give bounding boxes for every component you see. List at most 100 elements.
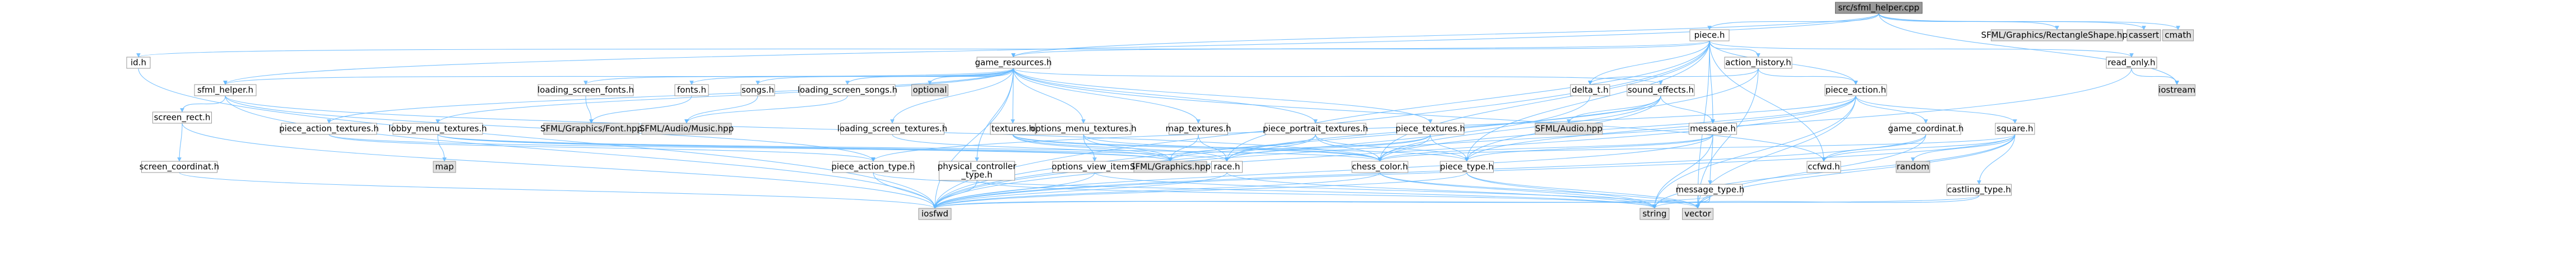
node-box[interactable] [1169,123,1228,135]
node-box[interactable] [1264,123,1366,135]
node-map-textures-h[interactable]: map_textures.h [1165,123,1231,135]
node-box[interactable] [1689,123,1737,135]
node-box[interactable] [911,84,948,96]
node-string[interactable]: string [1639,208,1670,220]
node-box[interactable] [1806,161,1841,173]
node-box[interactable] [1896,161,1930,173]
node-map[interactable]: map [433,161,456,173]
node-lobby-menu-textures-h[interactable]: lobby_menu_textures.h [388,123,487,135]
node-sfml-music[interactable]: SFML/Audio/Music.hpp [640,123,734,135]
node-message-type-h[interactable]: message_type.h [1676,184,1745,196]
node-fonts-h[interactable]: fonts.h [674,84,709,96]
node-box[interactable] [740,84,775,96]
node-box[interactable] [2162,29,2194,41]
node-box[interactable] [2106,57,2157,69]
node-box[interactable] [141,161,217,173]
node-physical-controller-type-h[interactable]: physical_controller_type.h [938,161,1017,181]
node-box[interactable] [126,57,151,69]
node-box[interactable] [1991,29,2123,41]
node-piece-portrait-textures-h[interactable]: piece_portrait_textures.h [1263,123,1368,135]
node-sound-effects-h[interactable]: sound_effects.h [1627,84,1695,96]
node-sfml-helper-cpp[interactable]: src/sfml_helper.cpp [1835,2,1922,14]
node-box[interactable] [1682,208,1713,220]
node-cassert[interactable]: cassert [2126,29,2161,41]
node-box[interactable] [392,123,483,135]
node-box[interactable] [918,208,952,220]
node-race-h[interactable]: race.h [1211,161,1243,173]
node-box[interactable] [832,161,914,173]
node-loading-screen-songs-h[interactable]: loading_screen_songs.h [798,84,897,96]
node-box[interactable] [1835,2,1922,14]
node-square-h[interactable]: square.h [1995,123,2035,135]
node-id-h[interactable]: id.h [126,57,151,69]
node-box[interactable] [1995,123,2035,135]
node-piece-h[interactable]: piece.h [1689,29,1730,41]
node-box[interactable] [1689,29,1730,41]
node-box[interactable] [194,84,257,96]
node-box[interactable] [1678,184,1743,196]
node-screen-rect-h[interactable]: screen_rect.h [152,111,212,124]
node-box[interactable] [939,161,1015,181]
node-box[interactable] [1824,84,1887,96]
node-loading-screen-fonts-h[interactable]: loading_screen_fonts.h [538,84,634,96]
node-options-menu-textures-h[interactable]: options_menu_textures.h [1030,123,1137,135]
node-box[interactable] [152,111,212,124]
node-sfml-audio[interactable]: SFML/Audio.hpp [1535,123,1603,135]
node-box[interactable] [543,123,640,135]
node-box[interactable] [840,123,944,135]
node-box[interactable] [799,84,896,96]
node-options-view-item-h[interactable]: options_view_item.h [1052,161,1138,173]
node-piece-action-h[interactable]: piece_action.h [1824,84,1887,96]
node-box[interactable] [2158,84,2195,96]
node-message-h[interactable]: message.h [1689,123,1737,135]
node-game-resources-h[interactable]: game_resources.h [975,57,1052,69]
node-castling-type-h[interactable]: castling_type.h [1947,184,2012,196]
node-optional[interactable]: optional [911,84,948,96]
node-loading-screen-textures-h[interactable]: loading_screen_textures.h [837,123,947,135]
node-ccfwd-h[interactable]: ccfwd.h [1806,161,1841,173]
node-songs-h[interactable]: songs.h [740,84,775,96]
node-box[interactable] [990,123,1036,135]
node-box[interactable] [674,84,709,96]
node-box[interactable] [433,161,456,173]
node-box[interactable] [641,123,732,135]
node-vector[interactable]: vector [1682,208,1713,220]
node-textures-h[interactable]: textures.h [990,123,1036,135]
node-box[interactable] [1396,123,1465,135]
node-random[interactable]: random [1896,161,1930,173]
node-cmath[interactable]: cmath [2162,29,2194,41]
node-box[interactable] [1947,184,2012,196]
node-box[interactable] [538,84,634,96]
node-box[interactable] [1440,161,1494,173]
node-box[interactable] [1535,123,1603,135]
node-sfml-helper-h[interactable]: sfml_helper.h [194,84,257,96]
node-chess-color-h[interactable]: chess_color.h [1351,161,1409,173]
node-box[interactable] [1724,57,1792,69]
node-piece-textures-h[interactable]: piece_textures.h [1396,123,1465,135]
node-box[interactable] [1570,84,1610,96]
node-game-coordinat-h[interactable]: game_coordinat.h [1888,123,1964,135]
node-delta-t-h[interactable]: delta_t.h [1570,84,1610,96]
node-box[interactable] [281,123,377,135]
node-piece-type-h[interactable]: piece_type.h [1440,161,1494,173]
node-box[interactable] [1891,123,1961,135]
node-sfml-graphics[interactable]: SFML/Graphics.hpp [1130,161,1211,173]
node-piece-action-textures-h[interactable]: piece_action_textures.h [279,123,379,135]
node-screen-coordinat-h[interactable]: screen_coordinat.h [140,161,219,173]
node-box[interactable] [2126,29,2161,41]
node-action-history-h[interactable]: action_history.h [1724,57,1792,69]
node-piece-action-type-h[interactable]: piece_action_type.h [831,161,915,173]
node-iostream[interactable]: iostream [2158,84,2195,96]
node-box[interactable] [1133,161,1207,173]
node-box[interactable] [1627,84,1695,96]
node-box[interactable] [976,57,1050,69]
node-box[interactable] [1639,208,1670,220]
edge-lobby_menu_textures_h-to-map [437,134,447,162]
node-box[interactable] [1351,161,1409,173]
node-sfml-font[interactable]: SFML/Graphics/Font.hpp [540,123,642,135]
node-iosfwd[interactable]: iosfwd [918,208,952,220]
node-rectshape[interactable]: SFML/Graphics/RectangleShape.hpp [1981,29,2133,41]
node-box[interactable] [1035,123,1132,135]
node-box[interactable] [1211,161,1243,173]
node-read-only-h[interactable]: read_only.h [2106,57,2157,69]
